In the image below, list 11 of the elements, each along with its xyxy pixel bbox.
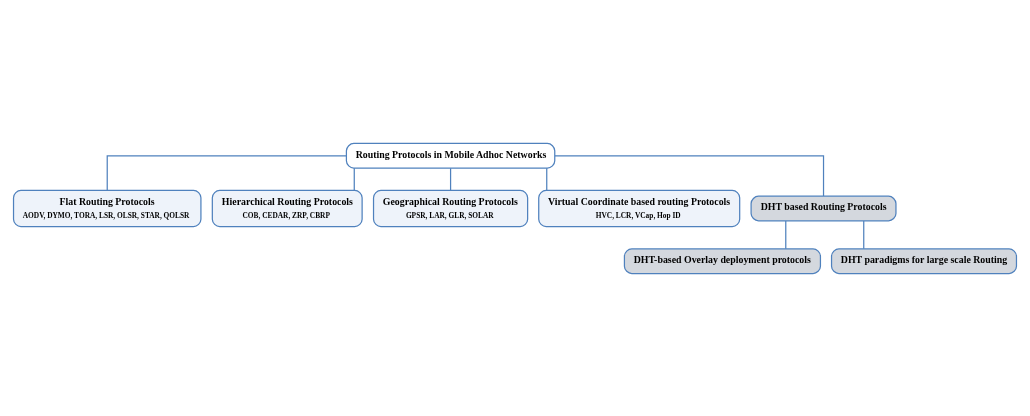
- connector: [353, 167, 355, 191]
- node-box: DHT paradigms for large scale Routing: [830, 247, 1018, 274]
- connector: [106, 154, 347, 191]
- connector: [554, 154, 825, 197]
- connector: [863, 219, 865, 249]
- connector: [546, 167, 548, 191]
- node-box: Routing Protocols in Mobile Adhoc Networks: [345, 142, 556, 169]
- node-box: DHT based Routing Protocols: [750, 195, 897, 221]
- connector: [785, 219, 787, 249]
- node-box: DHT-based Overlay deployment protocols: [623, 247, 822, 274]
- connector: [449, 167, 452, 191]
